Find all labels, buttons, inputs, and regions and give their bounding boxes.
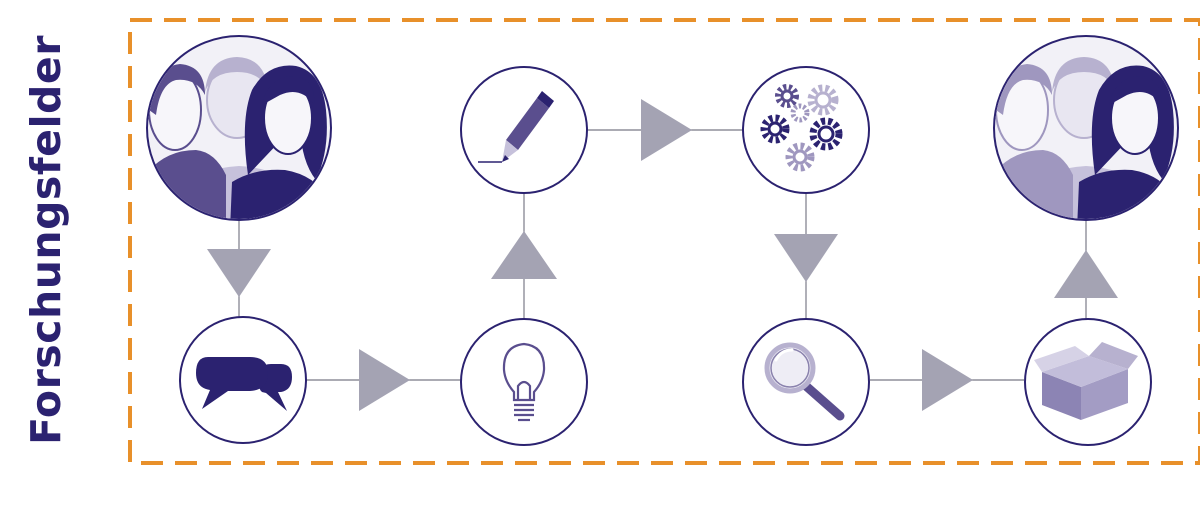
node-idea (460, 318, 588, 446)
speech-bubbles-icon (196, 357, 292, 411)
node-product (1024, 318, 1152, 446)
arrow-up-1 (491, 231, 557, 279)
node-team-end (993, 35, 1179, 221)
arrow-down-2 (774, 234, 838, 282)
arrow-right-3 (922, 349, 973, 411)
arrow-down-1 (207, 249, 271, 297)
arrow-right-1 (359, 349, 410, 411)
node-process (742, 66, 870, 194)
connector-lines (238, 129, 1087, 381)
arrow-up-2 (1054, 250, 1118, 298)
node-discussion (179, 316, 307, 444)
pencil-icon (478, 91, 554, 163)
node-writing (460, 66, 588, 194)
gears-icon (760, 84, 843, 172)
node-team-start (146, 35, 332, 221)
node-analysis (742, 318, 870, 446)
magnifier-icon (764, 342, 845, 421)
box-icon (1034, 342, 1138, 420)
dashed-frame (128, 18, 1200, 465)
arrow-right-2 (641, 99, 692, 161)
lightbulb-icon (502, 342, 546, 422)
